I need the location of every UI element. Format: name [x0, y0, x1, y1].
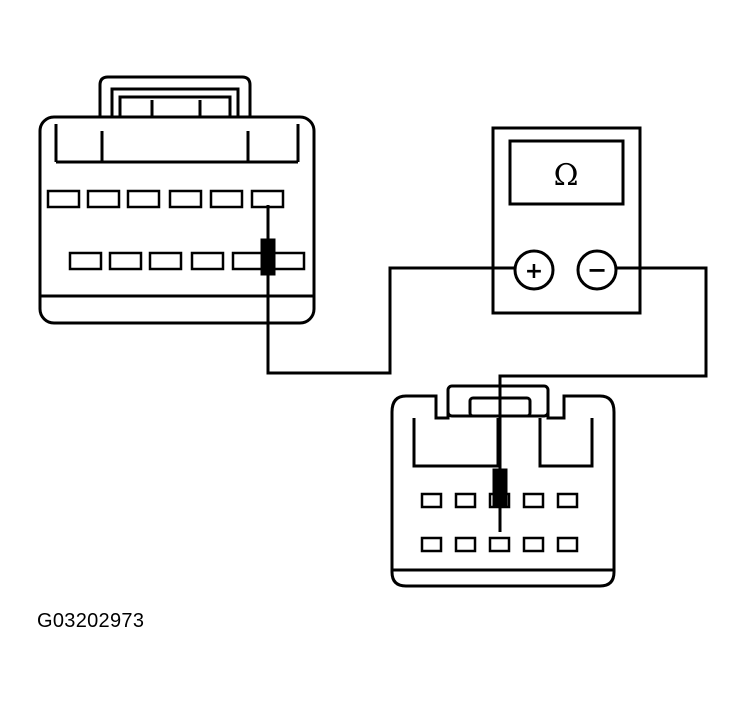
meter-display [508, 139, 625, 206]
figure-id: G03202973 [37, 610, 145, 632]
positive-terminal [513, 249, 555, 291]
test-leads [266, 266, 708, 532]
ohm-symbol: Ω [554, 158, 579, 193]
negative-lead [498, 266, 708, 532]
negative-terminal [576, 249, 618, 291]
probe-right [492, 468, 508, 532]
connector-left [38, 75, 316, 325]
positive-symbol: + [525, 259, 543, 284]
negative-symbol: − [587, 256, 607, 284]
lower-pin-row [68, 251, 306, 271]
upper-pin-row [46, 189, 285, 209]
probe-left [260, 205, 276, 276]
positive-lead [266, 266, 515, 375]
right-lower-pin-row [420, 536, 579, 553]
ohmmeter [491, 126, 642, 315]
